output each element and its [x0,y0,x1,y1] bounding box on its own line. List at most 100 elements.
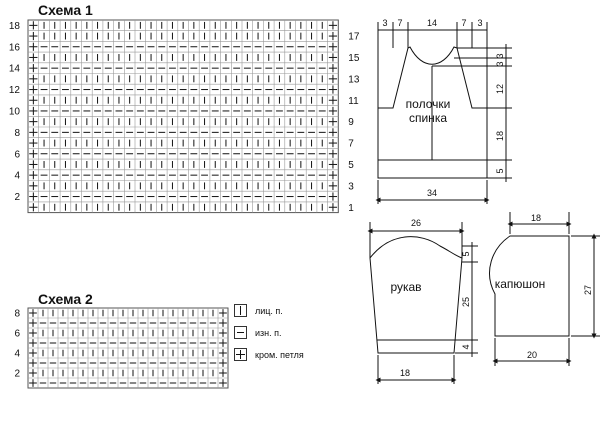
row-number-right: 11 [348,96,359,107]
sleeve-dim-bottom: 18 [400,368,410,378]
vest-piece: полочки спинка 3 7 14 7 3 3 3 12 18 5 [375,18,512,204]
hood-dim-bottom: 20 [527,350,537,360]
edge-stitch-mark [29,74,38,83]
edge-stitch-mark [29,31,38,41]
row-number-left: 2 [14,369,20,380]
vest-dim-bottom: 34 [427,188,437,198]
hood-right-dim: 27 [571,233,600,339]
row-number-left: 8 [14,309,20,320]
hood-bottom-dim: 20 [492,338,572,366]
edge-stitch-mark [29,117,38,126]
row-number-right: 1 [348,203,354,214]
legend-knit: лиц. п. [234,304,283,317]
row-number-left: 6 [14,149,20,160]
edge-stitch-mark [328,203,338,212]
edge-stitch-mark [29,329,37,337]
vest-dim-top-1: 7 [397,18,402,28]
row-number-left: 4 [14,349,20,360]
edge-stitch-mark [328,21,338,30]
vest-top-dims: 3 7 14 7 3 [377,18,488,108]
edge-stitch-mark [328,160,338,169]
row-number-right: 5 [348,160,354,171]
hood-dim-right: 27 [583,285,593,295]
edge-stitch-mark [29,160,38,169]
edge-stitch-mark [219,329,227,337]
hood-piece: капюшон 18 27 20 [489,212,600,366]
row-number-left: 12 [9,85,21,96]
edge-stitch-mark [29,203,38,212]
row-number-left: 14 [9,64,21,75]
legend-purl: изн. п. [234,326,282,339]
sleeve-dim-right-2: 4 [461,344,471,349]
edge-stitch-mark [29,21,38,30]
edge-stitch-mark [328,85,338,94]
row-number-right: 9 [348,117,354,128]
scheme1-title: Схема 1 [38,2,93,18]
edge-stitch-mark [328,181,338,190]
row-number-right: 17 [348,32,360,43]
purl-stitch-icon [234,326,247,339]
edge-stitch-mark [219,369,227,377]
edge-stitch-mark [328,53,338,62]
edge-stitch-mark [29,379,37,387]
vest-dim-right-3: 18 [495,131,505,141]
edge-stitch-mark [328,171,338,180]
edge-stitch-mark [29,96,38,105]
legend-edge-label: кром. петля [255,349,304,360]
edge-stitch-mark [328,74,338,83]
vest-dim-top-2: 14 [427,18,437,28]
vest-dim-right-0: 3 [495,53,505,58]
edge-stitch-mark [219,349,227,357]
vest-dim-right-4: 5 [495,168,505,173]
legend-knit-label: лиц. п. [255,305,283,316]
sleeve-right-dims: 5 25 4 [455,242,478,357]
edge-stitch-mark [328,96,338,105]
edge-stitch-mark [219,309,227,317]
sleeve-bottom-dim: 18 [375,355,457,384]
edge-stitch-mark [29,42,38,51]
edge-stitch-mark [29,359,37,367]
edge-stitch-mark [219,339,227,347]
sleeve-dim-top: 26 [411,218,421,228]
row-number-left: 6 [14,329,20,340]
sleeve-piece: рукав 26 5 25 4 18 [367,218,478,384]
edge-stitch-mark [29,64,38,73]
legend-purl-label: изн. п. [255,327,282,338]
vest-dim-right-2: 12 [495,84,505,94]
vest-label-2: спинка [409,111,447,125]
sleeve-top-dim: 26 [367,218,465,258]
edge-stitch-mark [328,138,338,148]
edge-stitch-mark [328,192,338,201]
hood-top-dim: 18 [507,212,572,234]
edge-stitch-mark [29,53,38,62]
edge-stitch-mark [328,128,338,137]
hood-label: капюшон [495,277,546,291]
vest-dim-top-0: 3 [382,18,387,28]
row-number-right: 7 [348,139,354,150]
sleeve-label: рукав [390,280,421,294]
edge-stitch-mark [29,339,37,347]
vest-bottom-dim: 34 [375,180,490,204]
edge-stitch-mark [29,181,38,190]
edge-stitch-mark [219,319,227,327]
edge-stitch-mark [29,369,37,377]
row-number-right: 13 [348,74,360,85]
edge-stitch-mark [29,171,38,180]
scheme2-left-row-numbers: 8 6 4 2 [14,309,20,380]
edge-stitch-mark [29,85,38,94]
row-number-left: 4 [14,171,20,182]
sleeve-dim-right-0: 5 [461,251,471,256]
scheme2-title: Схема 2 [38,291,93,307]
sleeve-dim-right-1: 25 [461,297,471,307]
vest-dim-top-4: 3 [477,18,482,28]
row-number-left: 16 [9,42,21,53]
row-number-left: 18 [9,21,21,32]
edge-stitch-mark [29,149,38,158]
knit-stitch-icon [234,304,247,317]
edge-stitch-mark [29,128,38,137]
edge-stitch-mark [328,117,338,126]
